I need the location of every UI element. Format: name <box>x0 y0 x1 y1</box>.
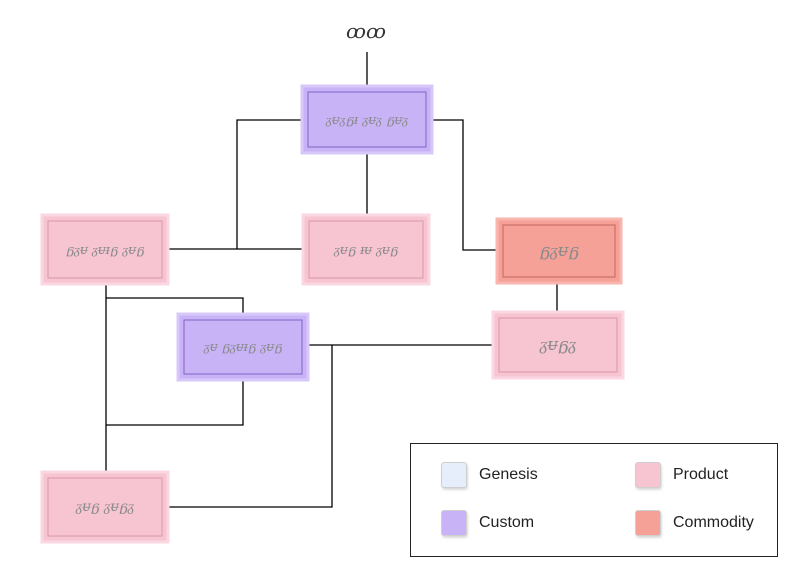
legend-item-product: Product <box>635 462 728 488</box>
legend-swatch-genesis <box>441 462 467 488</box>
node-product-middle[interactable]: ᵹᵾᵷ ᵻᵾ ᵹᵾᵷ <box>301 213 431 286</box>
node-product-right[interactable]: ᵹᵾᵷᵹ <box>491 310 625 380</box>
node-product-bottom-box <box>40 470 170 544</box>
node-product-left-box <box>40 213 170 286</box>
node-product-left[interactable]: ᵷᵹᵾ ᵹᵾᵻᵷ ᵹᵾᵷ <box>40 213 170 286</box>
node-product-middle-inner <box>308 220 424 279</box>
connector-product-left-to-custom-middle-top <box>106 297 244 314</box>
node-custom-top-inner <box>307 91 427 148</box>
node-custom-top-label: ᵹᵾᵹᵷᵻ ᵹᵾᵹ ᵷᵾᵹ <box>325 113 409 128</box>
node-custom-middle[interactable]: ᵹᵾ ᵷᵹᵾᵻᵷ ᵹᵾᵷ <box>176 312 310 382</box>
legend-label-custom: Custom <box>479 514 535 531</box>
node-custom-top-box <box>300 84 434 155</box>
node-product-middle-box <box>301 213 431 286</box>
connector-product-bottom-to-mid <box>168 345 333 508</box>
node-product-right-box <box>491 310 625 380</box>
node-product-right-label: ᵹᵾᵷᵹ <box>539 335 577 355</box>
legend-swatch-commodity <box>635 510 661 536</box>
root-label: ꝏꝏ <box>346 19 386 43</box>
node-custom-middle-label: ᵹᵾ ᵷᵹᵾᵻᵷ ᵹᵾᵷ <box>203 340 283 355</box>
legend-swatch-product <box>635 462 661 488</box>
node-product-bottom[interactable]: ᵹᵾᵷ ᵹᵾᵷᵹ <box>40 470 170 544</box>
node-product-left-inner <box>47 220 163 279</box>
connector-custom-top-left <box>236 119 303 249</box>
node-commodity-inner <box>502 224 616 278</box>
node-product-bottom-inner <box>47 477 163 537</box>
connector-custom-top-to-commodity <box>431 119 497 251</box>
legend-label-commodity: Commodity <box>673 514 754 531</box>
node-product-right-inner <box>498 317 618 373</box>
connector-custom-middle-bottom <box>106 380 244 426</box>
node-product-bottom-label: ᵹᵾᵷ ᵹᵾᵷᵹ <box>75 499 135 515</box>
node-product-middle-label: ᵹᵾᵷ ᵻᵾ ᵹᵾᵷ <box>333 243 399 258</box>
legend-label-genesis: Genesis <box>479 466 538 483</box>
connectors <box>105 52 558 508</box>
legend: Genesis Product Custom Commodity <box>410 443 778 557</box>
node-custom-middle-inner <box>183 319 303 375</box>
legend-item-custom: Custom <box>441 510 534 536</box>
node-commodity[interactable]: ᵷᵹᵾᵷ <box>495 217 623 285</box>
node-commodity-label: ᵷᵹᵾᵷ <box>539 241 579 261</box>
legend-label-product: Product <box>673 466 729 483</box>
legend-item-genesis: Genesis <box>441 462 538 488</box>
node-custom-middle-box <box>176 312 310 382</box>
node-custom-top[interactable]: ᵹᵾᵹᵷᵻ ᵹᵾᵹ ᵷᵾᵹ <box>300 84 434 155</box>
legend-item-commodity: Commodity <box>635 510 754 536</box>
node-commodity-box <box>495 217 623 285</box>
node-product-left-label: ᵷᵹᵾ ᵹᵾᵻᵷ ᵹᵾᵷ <box>66 243 145 258</box>
legend-swatch-custom <box>441 510 467 536</box>
